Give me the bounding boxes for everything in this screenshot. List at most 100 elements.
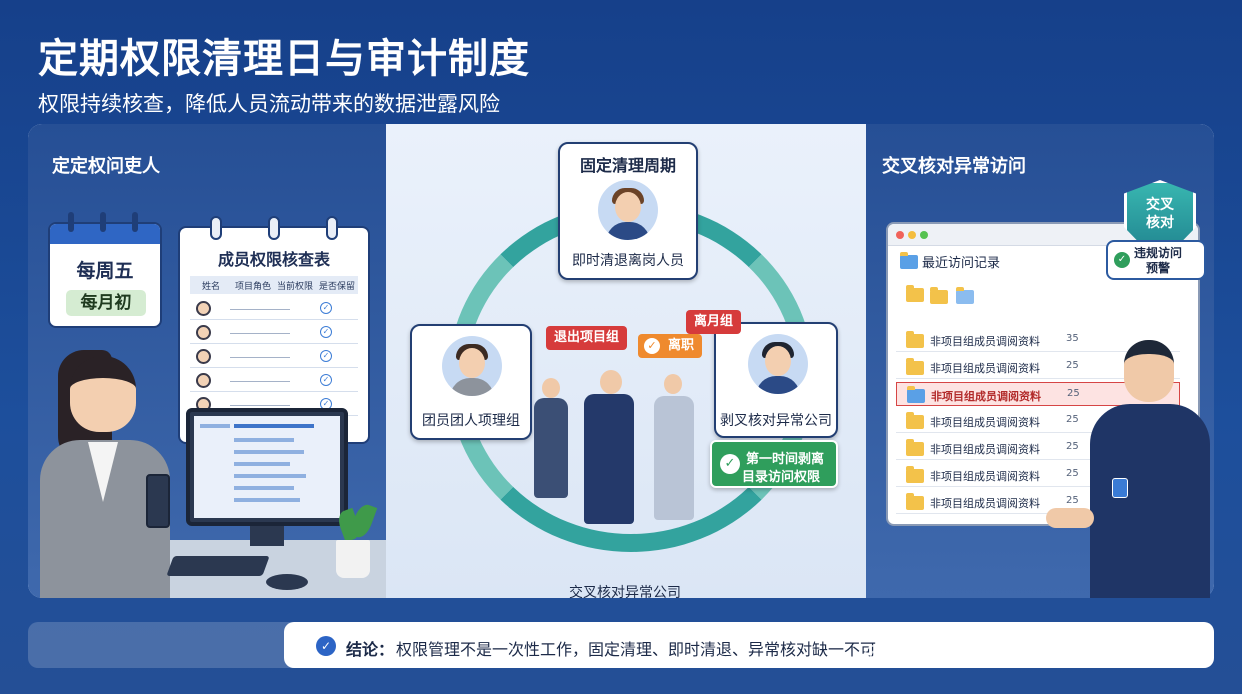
node-cross-check-label: 剥叉核对异常公司 <box>720 413 832 429</box>
folder-icon <box>900 252 918 269</box>
conclusion-label: 结论： <box>346 640 395 659</box>
calendar-ring-icon <box>68 212 74 232</box>
checklist-row: ✓ <box>190 322 358 344</box>
calendar-ring-icon <box>132 212 138 232</box>
phone-icon <box>146 474 170 528</box>
access-log-row[interactable]: 非项目组成员调阅资料 25 <box>896 355 1180 379</box>
avatar-icon <box>196 301 211 316</box>
calendar-monthly: 每月初 <box>66 290 146 316</box>
check-icon: ✓ <box>1114 252 1130 268</box>
tag-resign-label: 离职 <box>668 338 695 353</box>
node-fixed-cycle-title: 固定清理周期 <box>579 156 676 175</box>
calendar-ring-icon <box>100 212 106 232</box>
checklist-col-permission: 当前权限 <box>276 281 313 292</box>
warning-line1: 违规访问 <box>1134 246 1183 260</box>
walker-body <box>584 394 634 524</box>
walker-body <box>654 396 694 520</box>
officer-hand <box>1046 508 1094 528</box>
shield-label: 交叉 核对 <box>1146 197 1174 231</box>
right-section-title: 交叉核对异常访问 <box>882 156 1026 177</box>
node-fixed-cycle: 固定清理周期 即时清退离岗人员 <box>558 142 698 280</box>
avatar-icon <box>196 373 211 388</box>
node-fixed-cycle-label: 即时清退离岗人员 <box>572 253 684 269</box>
walker-body <box>534 398 568 498</box>
conclusion-bar: ✓ 结论： 权限管理不是一次性工作，固定清理、即时清退、异常核对缺一不可 <box>284 622 1214 668</box>
avatar-man-icon <box>748 334 808 394</box>
checklist-col-name: 姓名 <box>201 281 220 292</box>
mouse-icon <box>266 574 308 590</box>
folder-icon <box>906 493 924 510</box>
access-log-row[interactable]: 非项目组成员调阅资料 25 <box>896 490 1180 514</box>
page-subtitle: 权限持续核查，降低人员流动带来的数据泄露风险 <box>38 92 500 116</box>
check-icon: ✓ <box>320 302 332 314</box>
folder-icon <box>930 287 948 304</box>
calendar-weekly: 每周五 <box>76 260 134 282</box>
access-log-row[interactable]: 非项目组成员调阅资料 25 <box>896 409 1180 433</box>
keyboard-icon <box>166 556 270 576</box>
cycle-bottom-label: 交叉核对异常公司 <box>569 585 681 601</box>
notice-revoke-access: ✓ 第一时间剥离 目录访问权限 <box>710 440 838 488</box>
node-cross-check: 剥叉核对异常公司 <box>714 322 838 438</box>
tag-leave-group: 离月组 <box>686 310 742 334</box>
avatar-woman-icon <box>598 180 658 240</box>
checklist-row: ✓ <box>190 370 358 392</box>
access-log-row[interactable]: 非项目组成员调阅资料 35 <box>896 328 1180 352</box>
checklist-header: 姓名 项目角色 当前权限 是否保留 <box>190 276 358 294</box>
tag-exit-project: 退出项目组 <box>546 326 628 350</box>
check-icon: ✓ <box>320 350 332 362</box>
clip-ring-icon <box>326 216 338 240</box>
monitor-icon <box>186 408 348 526</box>
node-team: 团员团人项理组 <box>410 324 532 440</box>
check-icon: ✓ <box>320 374 332 386</box>
maximize-dot-icon[interactable] <box>920 231 928 239</box>
access-log-row-flagged[interactable]: 非项目组成员调阅资料 25 <box>896 382 1180 406</box>
close-dot-icon[interactable] <box>896 231 904 239</box>
plant-pot-icon <box>336 540 370 578</box>
folder-icon <box>906 439 924 456</box>
walker-head <box>600 370 622 394</box>
window-title: 最近访问记录 <box>922 256 1001 271</box>
check-icon: ✓ <box>720 454 740 474</box>
officer-head <box>1124 340 1174 402</box>
node-team-label: 团员团人项理组 <box>422 413 520 429</box>
walker-head <box>664 374 682 394</box>
avatar-icon <box>196 349 211 364</box>
woman-head <box>70 356 136 432</box>
folder-icon <box>906 358 924 375</box>
violation-warning-badge: ✓ 违规访问 预警 <box>1106 240 1206 280</box>
folder-icon <box>906 331 924 348</box>
folder-icon <box>906 412 924 429</box>
folder-icon <box>907 386 925 403</box>
checklist-col-role: 项目角色 <box>234 281 271 292</box>
notice-line1: 第一时间剥离 <box>746 452 825 467</box>
left-section-title: 定定权问吏人 <box>52 156 160 177</box>
checklist-row: ✓ <box>190 298 358 320</box>
access-log-row[interactable]: 非项目组成员调阅资料 25 <box>896 463 1180 487</box>
conclusion-text: 权限管理不是一次性工作，固定清理、即时清退、异常核对缺一不可 <box>396 640 877 659</box>
page-title: 定期权限清理日与审计制度 <box>38 36 530 82</box>
clip-ring-icon <box>268 216 280 240</box>
badge-icon <box>1112 478 1128 498</box>
tag-resign: ✓ 离职 <box>638 334 703 358</box>
officer-body <box>1090 404 1210 598</box>
folder-icon <box>956 287 974 304</box>
clip-ring-icon <box>210 216 222 240</box>
check-icon: ✓ <box>644 338 660 354</box>
access-log-row[interactable]: 非项目组成员调阅资料 25 <box>896 436 1180 460</box>
schedule-calendar: 每周五 每月初 <box>48 222 162 328</box>
minimize-dot-icon[interactable] <box>908 231 916 239</box>
checklist-title: 成员权限核查表 <box>217 250 330 269</box>
member-permission-checklist: 成员权限核查表 姓名 项目角色 当前权限 是否保留 ✓ ✓ ✓ ✓ ✓ <box>178 226 370 444</box>
walker-head <box>542 378 560 398</box>
monitor-stand <box>250 526 284 546</box>
warning-line2: 预警 <box>1146 261 1171 275</box>
checklist-row: ✓ <box>190 346 358 368</box>
notice-line2: 目录访问权限 <box>742 470 821 485</box>
check-circle-icon: ✓ <box>316 636 336 656</box>
checklist-col-keep: 是否保留 <box>318 281 355 292</box>
avatar-icon <box>196 325 211 340</box>
check-icon: ✓ <box>320 326 332 338</box>
watermark: @石家庄洞察之眼软件 <box>862 640 1123 670</box>
folder-icon <box>906 285 924 302</box>
folder-icon <box>906 466 924 483</box>
